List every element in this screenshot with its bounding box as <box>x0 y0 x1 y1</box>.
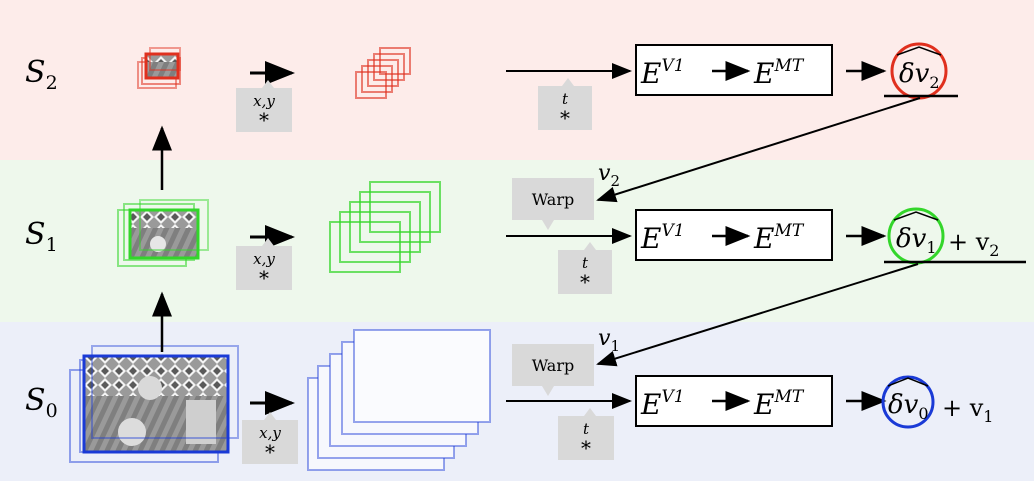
svg-text:δv2: δv2 <box>899 59 940 92</box>
image-stack-s1 <box>117 199 209 267</box>
svg-text:EV1: EV1 <box>640 56 685 90</box>
svg-text:t: t <box>583 420 590 438</box>
image-stack-s0 <box>69 345 239 463</box>
svg-text:EV1: EV1 <box>640 221 685 255</box>
scale-label-s0: S0 <box>25 383 58 422</box>
svg-text:t: t <box>582 254 589 272</box>
svg-text:EMT: EMT <box>753 221 805 255</box>
frame-stack-s2 <box>355 47 411 99</box>
upsample-label-v2: v2 <box>598 161 620 190</box>
svg-text:*: * <box>265 440 275 464</box>
svg-text:x,y: x,y <box>253 250 275 268</box>
svg-text:x,y: x,y <box>259 424 281 442</box>
svg-text:EMT: EMT <box>753 387 805 421</box>
warp-bubble-s1: Warp <box>512 178 594 230</box>
conv-t-bubble-s1: t * <box>558 242 612 294</box>
svg-text:EMT: EMT <box>753 56 805 90</box>
svg-text:δv1: δv1 <box>896 224 937 257</box>
svg-text:x,y: x,y <box>253 92 275 110</box>
frame-stack-s0 <box>307 329 491 471</box>
svg-text:*: * <box>259 108 269 132</box>
svg-text:EV1: EV1 <box>640 387 685 421</box>
conv-t-bubble-s0: t * <box>558 408 614 460</box>
frame-stack-s1 <box>329 181 441 273</box>
image-stack-s2 <box>137 47 181 89</box>
svg-text:t: t <box>562 90 569 108</box>
warp-bubble-s0: Warp <box>512 344 594 396</box>
svg-text:+ v1: + v1 <box>942 394 993 426</box>
conv-xy-bubble-s2: x,y * <box>236 80 292 132</box>
svg-text:δv0: δv0 <box>888 390 929 423</box>
encoder-box-s2: EV1 EMT <box>635 44 833 96</box>
scale-label-s1: S1 <box>25 217 58 256</box>
svg-text:*: * <box>581 436 591 460</box>
svg-text:+ v2: + v2 <box>948 228 999 260</box>
output-s0: δv0 + v1 <box>881 375 993 429</box>
encoder-box-s0: EV1 EMT <box>635 375 833 427</box>
upsample-arrow-v1 <box>596 263 919 367</box>
upsample-arrow-v2 <box>596 97 921 203</box>
svg-text:Warp: Warp <box>532 356 574 375</box>
band-s2 <box>0 0 1034 160</box>
conv-xy-bubble-s0: x,y * <box>242 412 298 464</box>
conv-t-bubble-s2: t * <box>538 78 592 130</box>
svg-text:Warp: Warp <box>532 190 574 209</box>
conv-xy-bubble-s1: x,y * <box>236 238 292 290</box>
scale-label-s2: S2 <box>25 55 58 94</box>
svg-text:*: * <box>580 270 590 294</box>
svg-text:*: * <box>259 266 269 290</box>
svg-text:*: * <box>560 106 570 130</box>
upsample-label-v1: v1 <box>598 326 620 355</box>
output-s1: δv1 + v2 <box>884 207 1026 265</box>
encoder-box-s1: EV1 EMT <box>635 209 833 261</box>
